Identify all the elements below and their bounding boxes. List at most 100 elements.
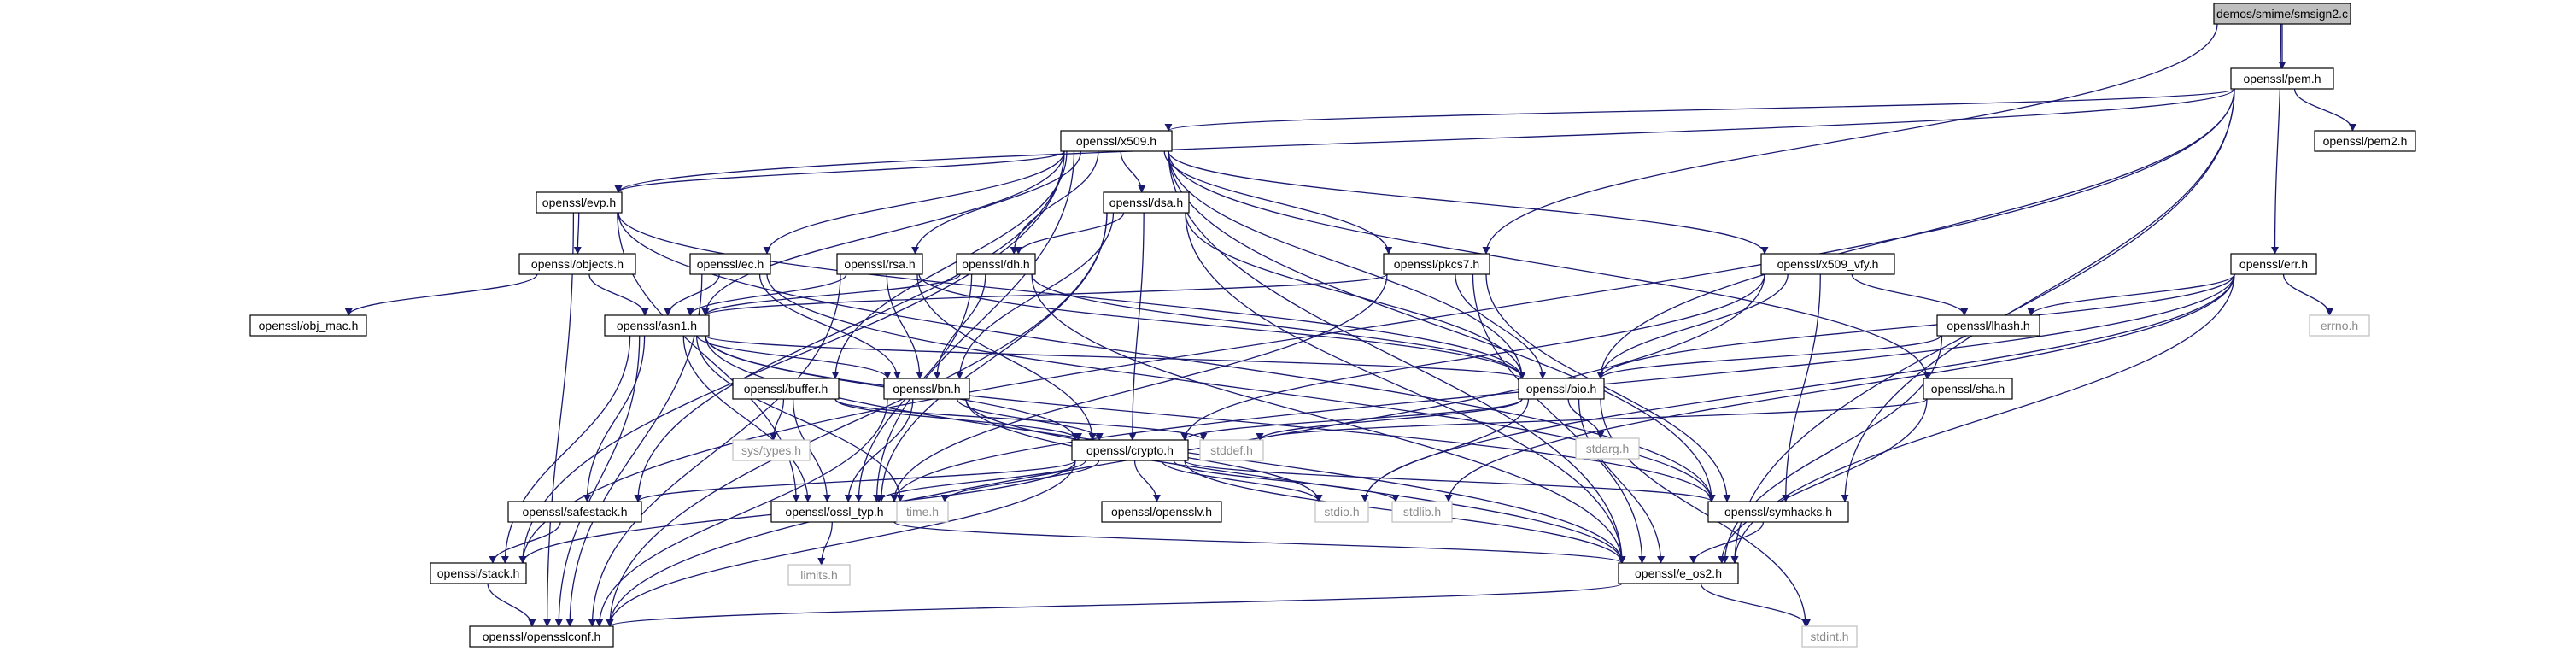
node-asn1[interactable]: openssl/asn1.h: [604, 314, 710, 337]
node-x509vfy-label: openssl/x509_vfy.h: [1777, 257, 1879, 271]
edge-pkcs7-to-eos2: [1472, 273, 1647, 564]
edge-pkcs7-to-bio: [1455, 273, 1547, 379]
edge-rsa-to-asn1: [686, 273, 847, 316]
node-evp[interactable]: openssl/evp.h: [536, 191, 623, 214]
node-symhacks[interactable]: openssl/symhacks.h: [1707, 501, 1849, 523]
node-err-box: [2230, 253, 2317, 275]
node-limits-box: [787, 564, 851, 586]
edge-x509-to-bio: [1168, 150, 1526, 379]
edge-pkcs7-to-ossltyp: [890, 273, 1388, 502]
edge-bio-to-stdio: [1361, 398, 1530, 502]
node-lhash[interactable]: openssl/lhash.h: [1936, 314, 2040, 337]
edge-crypto-to-opensslv: [1133, 460, 1161, 502]
node-evp-box: [536, 191, 623, 214]
node-sha-label: openssl/sha.h: [1931, 382, 2005, 396]
node-sha[interactable]: openssl/sha.h: [1923, 378, 2013, 400]
edge-dh-to-bn: [933, 273, 986, 379]
node-dsa-label: openssl/dsa.h: [1109, 196, 1183, 209]
edge-x509-to-evp: [614, 150, 1065, 193]
node-eos2-box: [1618, 562, 1739, 584]
node-systypes-box: [732, 439, 811, 461]
edge-dh-to-eos2: [1031, 273, 1626, 564]
edge-pem-to-x509: [1164, 88, 2235, 132]
edge-rsa-to-bio: [918, 273, 1526, 379]
edge-x509vfy-to-crypto: [1180, 273, 1765, 441]
node-ossltyp[interactable]: openssl/ossl_typ.h: [770, 501, 899, 523]
edge-x509-to-buffer: [831, 150, 1068, 379]
node-safestack[interactable]: openssl/safestack.h: [507, 501, 642, 523]
node-eos2[interactable]: openssl/e_os2.h: [1618, 562, 1739, 584]
edge-err-to-bio: [1596, 273, 2235, 379]
node-ossltyp-label: openssl/ossl_typ.h: [785, 505, 883, 519]
node-systypes-label: sys/types.h: [741, 443, 801, 457]
edge-bio-to-crypto: [1180, 398, 1523, 441]
node-crypto-box: [1071, 439, 1189, 461]
node-ec-box: [689, 253, 771, 275]
node-stddef-label: stddef.h: [1210, 443, 1253, 457]
node-bn[interactable]: openssl/bn.h: [883, 378, 970, 400]
edge-asn1-to-ossltyp: [682, 335, 812, 502]
edge-pem-to-stack: [518, 88, 2235, 564]
node-pem2-label: openssl/pem2.h: [2323, 134, 2408, 148]
node-x509vfy[interactable]: openssl/x509_vfy.h: [1760, 253, 1895, 275]
node-stdio[interactable]: stdio.h: [1314, 501, 1369, 523]
node-time-label: time.h: [906, 505, 939, 519]
edge-objects-to-objmac: [344, 273, 538, 316]
node-systypes[interactable]: sys/types.h: [732, 439, 811, 461]
node-time[interactable]: time.h: [896, 501, 949, 523]
node-stdarg[interactable]: stdarg.h: [1575, 437, 1640, 460]
node-rsa-label: openssl/rsa.h: [844, 257, 915, 271]
node-x509[interactable]: openssl/x509.h: [1060, 130, 1173, 152]
node-pkcs7[interactable]: openssl/pkcs7.h: [1383, 253, 1490, 275]
node-stdlib[interactable]: stdlib.h: [1391, 501, 1453, 523]
node-pem[interactable]: openssl/pem.h: [2230, 67, 2334, 90]
node-opensslv[interactable]: openssl/opensslv.h: [1101, 501, 1222, 523]
edge-x509-to-x509vfy: [1168, 150, 1769, 255]
node-objects[interactable]: openssl/objects.h: [518, 253, 636, 275]
node-err-label: openssl/err.h: [2239, 257, 2308, 271]
node-stdint[interactable]: stdint.h: [1801, 625, 1858, 648]
node-smsign2[interactable]: demos/smime/smsign2.c: [2213, 3, 2351, 25]
node-rsa-box: [836, 253, 923, 275]
node-objects-label: openssl/objects.h: [531, 257, 624, 271]
node-stack-box: [430, 562, 527, 584]
edge-buffer-to-crypto: [834, 398, 1082, 441]
node-stdint-box: [1801, 625, 1858, 648]
node-bio[interactable]: openssl/bio.h: [1518, 378, 1605, 400]
node-dh[interactable]: openssl/dh.h: [956, 253, 1036, 275]
edge-dsa-to-bio: [1185, 212, 1526, 379]
node-errno-box: [2309, 314, 2370, 337]
node-ec[interactable]: openssl/ec.h: [689, 253, 771, 275]
edge-sha-to-eos2: [1718, 398, 1928, 564]
node-objmac[interactable]: openssl/obj_mac.h: [249, 314, 367, 337]
node-stack[interactable]: openssl/stack.h: [430, 562, 527, 584]
node-errno[interactable]: errno.h: [2309, 314, 2370, 337]
edge-pem-to-evp: [614, 88, 2235, 193]
edge-lhash-to-bio: [1596, 335, 1941, 379]
node-err[interactable]: openssl/err.h: [2230, 253, 2317, 275]
node-dsa[interactable]: openssl/dsa.h: [1103, 191, 1190, 214]
edge-asn1-to-symhacks: [705, 335, 1716, 502]
edge-x509-to-safestack: [634, 150, 1065, 502]
node-buffer[interactable]: openssl/buffer.h: [732, 378, 840, 400]
edge-ec-to-symhacks: [766, 273, 1716, 502]
edge-ossltyp-to-eos2: [893, 521, 1626, 564]
node-pem2[interactable]: openssl/pem2.h: [2314, 130, 2416, 152]
edge-eos2-to-stdint: [1700, 583, 1811, 627]
node-objmac-label: openssl/obj_mac.h: [259, 319, 359, 332]
node-bio-label: openssl/bio.h: [1526, 382, 1597, 396]
node-limits[interactable]: limits.h: [787, 564, 851, 586]
edge-x509-to-dsa: [1120, 150, 1146, 193]
edge-rsa-to-crypto: [916, 273, 1097, 441]
edge-sha-to-stddef: [1256, 398, 1928, 441]
edge-ec-to-asn1: [664, 273, 720, 316]
node-crypto[interactable]: openssl/crypto.h: [1071, 439, 1189, 461]
node-opensslconf[interactable]: openssl/opensslconf.h: [469, 625, 614, 648]
node-rsa[interactable]: openssl/rsa.h: [836, 253, 923, 275]
node-pem-box: [2230, 67, 2334, 90]
edge-x509vfy-to-lhash: [1851, 273, 1969, 316]
edge-bn-to-crypto: [957, 398, 1104, 441]
node-stddef[interactable]: stddef.h: [1199, 439, 1264, 461]
node-asn1-label: openssl/asn1.h: [617, 319, 697, 332]
node-ec-label: openssl/ec.h: [697, 257, 764, 271]
